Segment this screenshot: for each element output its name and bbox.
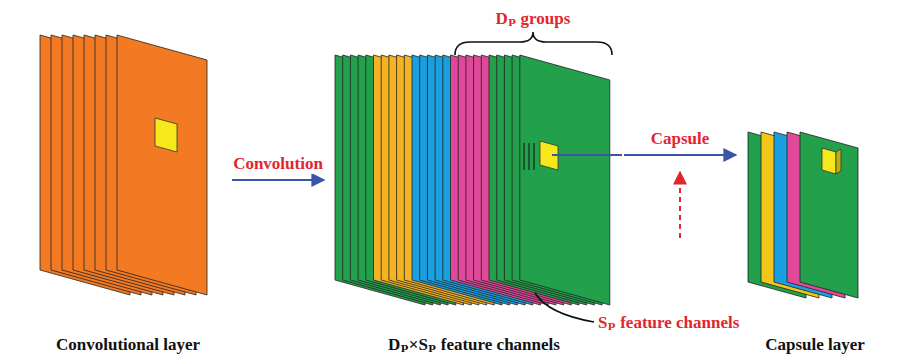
feature-sheet (117, 35, 207, 295)
dashed-arrow (679, 172, 681, 238)
edge-label: Convolution (231, 154, 325, 174)
receptive-patch (155, 118, 177, 152)
group-brace (455, 32, 612, 55)
layer-node: Capsule layer (736, 120, 894, 355)
feature-sheet (800, 132, 858, 298)
layer-caption: Convolutional layer (24, 335, 232, 355)
flow-arrow (232, 179, 324, 181)
capsule-ray (552, 154, 622, 156)
layer-caption: Dₚ×Sₚ feature channels (324, 334, 624, 355)
receptive-patch (822, 148, 836, 174)
feature-sheet (520, 55, 610, 305)
layer-node: Convolutional layer (24, 25, 232, 355)
patch-edge (529, 143, 530, 170)
annotation-label: Dₚ groups (496, 8, 571, 29)
patch-edge (524, 143, 525, 170)
receptive-patch (836, 149, 841, 174)
flow-arrow (624, 154, 736, 156)
layer-caption: Capsule layer (736, 335, 894, 355)
layer-node: Dₚ×Sₚ feature channels (324, 30, 624, 355)
patch-edge (534, 143, 535, 170)
channel-brace (535, 293, 594, 322)
edge-label: Capsule (649, 129, 712, 149)
annotation-label: Sₚ feature channels (598, 312, 739, 333)
